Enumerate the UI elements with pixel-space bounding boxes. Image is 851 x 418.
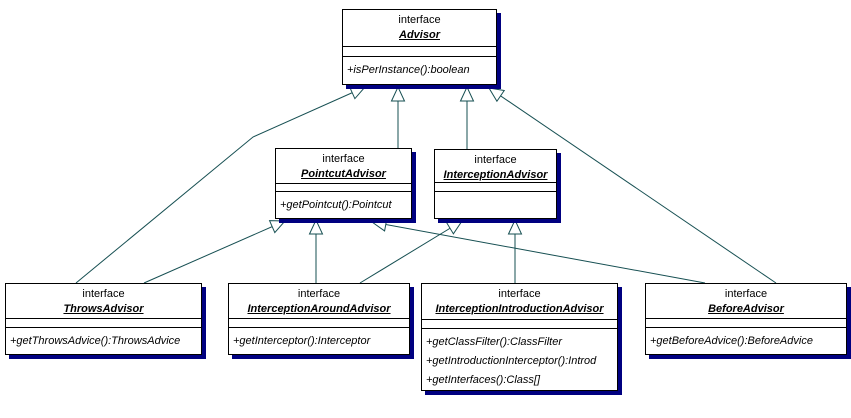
operation: +getInterceptor():Interceptor [233, 335, 371, 347]
class-box-pointcut-advisor[interactable]: interface PointcutAdvisor +getPointcut()… [275, 148, 412, 219]
attributes-compartment [422, 319, 617, 328]
class-box-interception-introduction-advisor[interactable]: interface InterceptionIntroductionAdviso… [421, 283, 618, 391]
stereotype-label: interface [322, 153, 365, 165]
class-name: InterceptionAdvisor [443, 169, 548, 181]
operation: +getBeforeAdvice():BeforeAdvice [650, 335, 813, 347]
class-title: interface PointcutAdvisor [276, 149, 411, 183]
operation: +getClassFilter():ClassFilter [426, 336, 562, 348]
class-box-throws-advisor[interactable]: interface ThrowsAdvisor +getThrowsAdvice… [5, 283, 202, 355]
generalization-beforeadvisor-to-advisor [488, 87, 777, 284]
operation: +getInterfaces():Class[] [426, 374, 541, 386]
operations-compartment [435, 191, 556, 218]
attributes-compartment [6, 318, 201, 327]
stereotype-label: interface [82, 288, 125, 300]
class-box-advisor[interactable]: interface Advisor +isPerInstance():boole… [342, 9, 497, 85]
operations-compartment: +getPointcut():Pointcut [276, 191, 411, 218]
class-title: interface Advisor [343, 10, 496, 46]
generalization-throwsadvisor-to-pointcutadvisor [143, 220, 287, 284]
operation: +getIntroductionInterceptor():Introd [426, 355, 597, 367]
attributes-compartment [343, 46, 496, 56]
class-name: PointcutAdvisor [301, 168, 386, 180]
operations-compartment: +getThrowsAdvice():ThrowsAdvice [6, 327, 201, 354]
class-name: BeforeAdvisor [708, 303, 784, 315]
attributes-compartment [435, 182, 556, 191]
operations-compartment: +getInterceptor():Interceptor [229, 327, 409, 354]
class-box-before-advisor[interactable]: interface BeforeAdvisor +getBeforeAdvice… [645, 283, 847, 355]
operation: +isPerInstance():boolean [347, 64, 470, 76]
class-title: interface InterceptionAdvisor [435, 150, 556, 182]
operations-compartment: +isPerInstance():boolean [343, 56, 496, 84]
class-name: InterceptionIntroductionAdvisor [435, 303, 604, 315]
stereotype-label: interface [724, 288, 768, 300]
attributes-compartment [229, 318, 409, 327]
attributes-compartment [276, 183, 411, 191]
stereotype-label: interface [498, 288, 541, 300]
class-title: interface InterceptionAroundAdvisor [229, 284, 409, 318]
generalization-throwsadvisor-to-advisor [75, 86, 367, 284]
class-title: interface InterceptionIntroductionAdviso… [422, 284, 617, 319]
operation: +getPointcut():Pointcut [280, 199, 392, 211]
operations-compartment: +getBeforeAdvice():BeforeAdvice [646, 327, 846, 354]
class-box-interception-around-advisor[interactable]: interface InterceptionAroundAdvisor +get… [228, 283, 410, 355]
operation: +getThrowsAdvice():ThrowsAdvice [10, 335, 181, 347]
generalization-beforeadvisor-to-pointcutadvisor [370, 217, 706, 284]
stereotype-label: interface [297, 288, 341, 300]
class-title: interface BeforeAdvisor [646, 284, 846, 318]
class-name: Advisor [399, 29, 440, 41]
operations-compartment: +getClassFilter():ClassFilter +getIntrod… [422, 328, 617, 390]
stereotype-label: interface [474, 154, 517, 166]
class-name: ThrowsAdvisor [63, 303, 144, 315]
class-name: InterceptionAroundAdvisor [247, 303, 391, 315]
stereotype-label: interface [398, 14, 441, 26]
class-title: interface ThrowsAdvisor [6, 284, 201, 318]
class-box-interception-advisor[interactable]: interface InterceptionAdvisor [434, 149, 557, 219]
generalization-aroundadvisor-to-interceptionadvisor [359, 220, 464, 284]
attributes-compartment [646, 318, 846, 327]
